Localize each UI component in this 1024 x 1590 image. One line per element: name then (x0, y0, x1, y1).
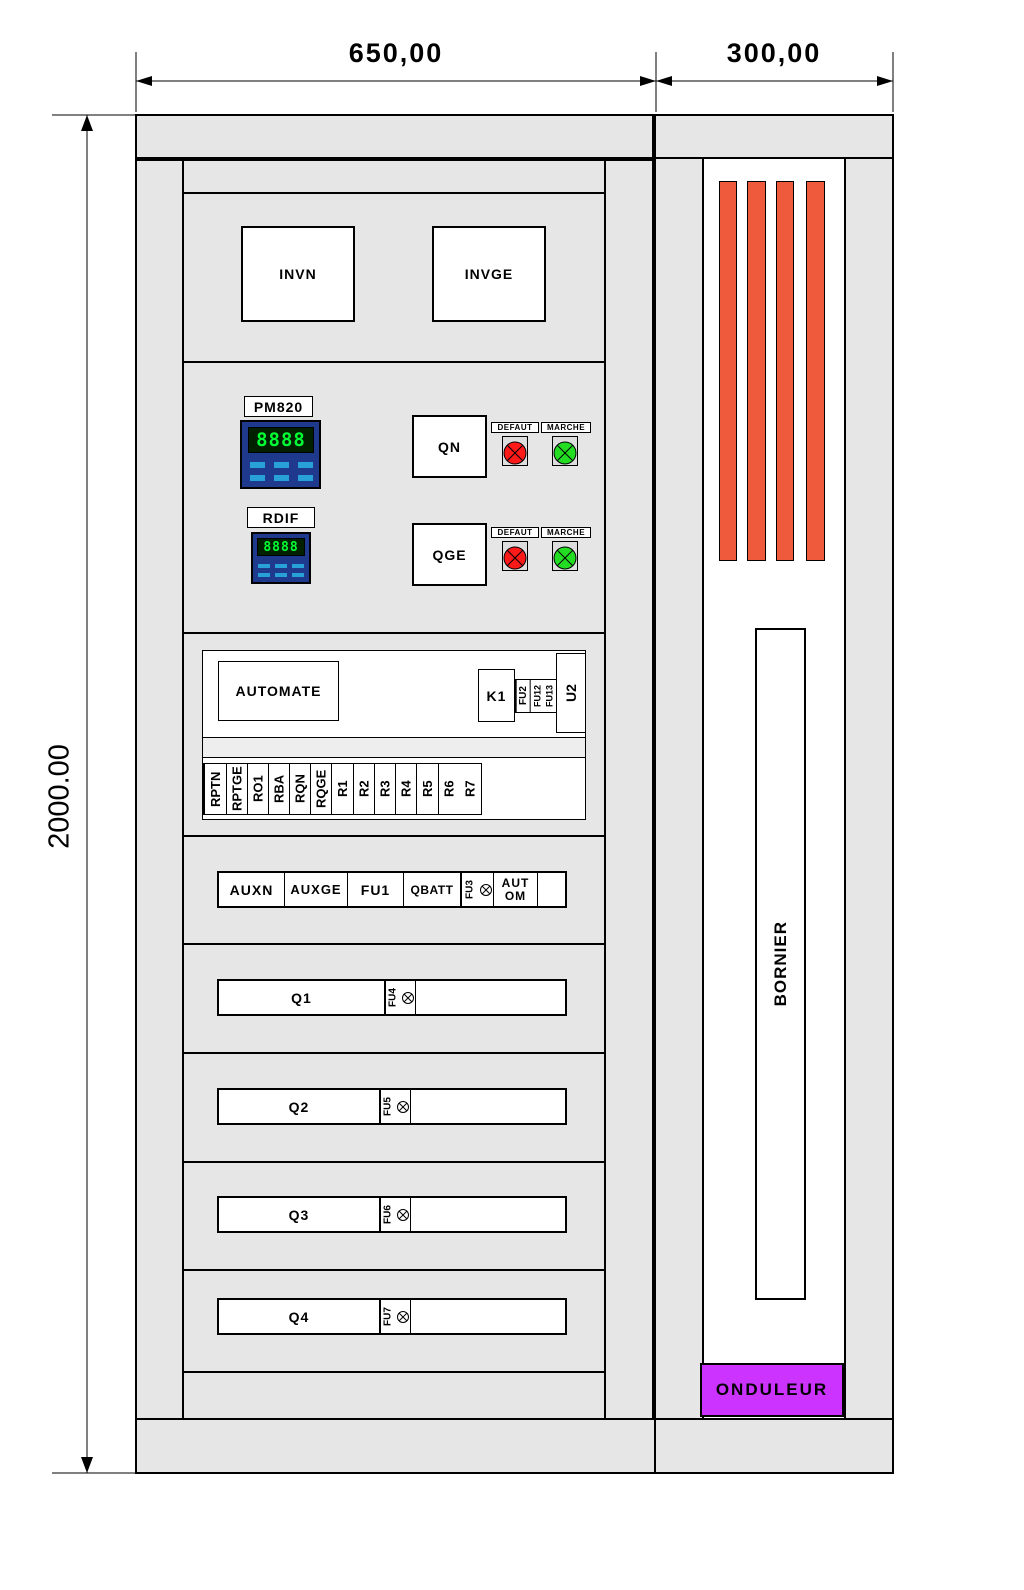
left-cabinet-right-post (604, 159, 654, 1420)
pm820-key[interactable] (250, 462, 265, 468)
fu1-fuse[interactable]: FU1 (348, 873, 404, 906)
rdif-key[interactable] (275, 573, 287, 577)
feeder-rail-q2: Q2 FU5 (217, 1088, 567, 1125)
rdif-meter[interactable]: 8888 (251, 532, 311, 584)
bottom-blank-panel (182, 1371, 606, 1420)
qn-breaker[interactable]: QN (412, 415, 487, 478)
width-dimension-left: 650,00 (348, 38, 444, 68)
rdif-key[interactable] (258, 573, 270, 577)
relay-row: RPTN RPTGE RO1 RBA RQN RQGE R1 R2 R3 R4 … (203, 763, 482, 815)
rdif-key[interactable] (275, 564, 287, 568)
automate-din-rail (202, 737, 586, 758)
onduleur-ups[interactable]: ONDULEUR (700, 1363, 844, 1417)
fu7-indicator-icon (395, 1300, 411, 1333)
relay-r5[interactable]: R5 (416, 764, 438, 814)
busbar-2 (747, 181, 766, 561)
relay-r1[interactable]: R1 (331, 764, 353, 814)
relay-r3[interactable]: R3 (374, 764, 395, 814)
qge-marche-label: MARCHE (541, 527, 591, 538)
fu3-indicator-icon (478, 873, 494, 906)
right-cabinet-plinth (654, 1418, 894, 1474)
width-dimension-right: 300,00 (726, 38, 822, 68)
auxn-breaker[interactable]: AUXN (219, 873, 285, 906)
invge-device[interactable]: INVGE (432, 226, 546, 322)
relay-rba[interactable]: RBA (268, 764, 289, 814)
autom-switch[interactable]: AUT OM (494, 873, 538, 906)
top-blank-panel (182, 159, 606, 194)
aux-rail: AUXN AUXGE FU1 QBATT FU3 AUT OM (217, 871, 567, 908)
left-cabinet-plinth (135, 1418, 656, 1474)
q1-breaker[interactable]: Q1 (219, 981, 385, 1014)
k1-contactor[interactable]: K1 (478, 669, 515, 722)
fu3-fuse[interactable]: FU3 (461, 873, 478, 906)
bornier-terminal-block[interactable]: BORNIER (755, 628, 806, 1300)
relay-r7[interactable]: R7 (462, 780, 478, 798)
relay-rqn[interactable]: RQN (289, 764, 310, 814)
bornier-label: BORNIER (770, 921, 790, 1007)
pm820-label: PM820 (244, 396, 313, 417)
fuse-fu13[interactable]: FU13 (544, 685, 555, 708)
right-cabinet-top-header (654, 114, 894, 159)
pm820-key[interactable] (250, 475, 265, 481)
fu5-indicator-icon (395, 1090, 411, 1123)
invn-device[interactable]: INVN (241, 226, 355, 322)
relay-rqge[interactable]: RQGE (310, 764, 331, 814)
feeder-rail-q4: Q4 FU7 (217, 1298, 567, 1335)
qn-marche-lamp-housing (552, 436, 578, 466)
fu4-indicator-icon (400, 981, 416, 1014)
rdif-key[interactable] (258, 564, 270, 568)
fu7-fuse[interactable]: FU7 (380, 1300, 395, 1333)
fuse-fu2[interactable]: FU2 (516, 680, 530, 712)
rdif-display: 8888 (257, 538, 305, 556)
fuse-fu12[interactable]: FU12 (529, 680, 544, 712)
relay-r4[interactable]: R4 (395, 764, 416, 814)
qge-defaut-label: DEFAUT (491, 527, 539, 538)
automate-fuse-group: FU2 FU12 FU13 (515, 679, 557, 713)
relay-rptge[interactable]: RPTGE (226, 764, 247, 814)
pm820-key[interactable] (298, 462, 313, 468)
qn-defaut-label: DEFAUT (491, 422, 539, 433)
relay-ro1[interactable]: RO1 (247, 764, 268, 814)
left-cabinet-left-post (135, 159, 184, 1420)
rdif-key[interactable] (292, 564, 304, 568)
q2-breaker[interactable]: Q2 (219, 1090, 380, 1123)
rdif-key[interactable] (292, 573, 304, 577)
fu6-indicator-icon (395, 1198, 411, 1231)
pm820-key[interactable] (274, 462, 289, 468)
qn-defaut-lamp-housing (502, 436, 528, 466)
fu4-fuse[interactable]: FU4 (385, 981, 400, 1014)
relay-r2[interactable]: R2 (353, 764, 374, 814)
fu6-fuse[interactable]: FU6 (380, 1198, 395, 1231)
qge-breaker[interactable]: QGE (412, 523, 487, 586)
qbatt-breaker[interactable]: QBATT (404, 873, 461, 906)
q4-breaker[interactable]: Q4 (219, 1300, 380, 1333)
qge-marche-lamp-housing (552, 541, 578, 571)
fu5-fuse[interactable]: FU5 (380, 1090, 395, 1123)
q3-breaker[interactable]: Q3 (219, 1198, 380, 1231)
height-dimension: 2000.00 (43, 744, 76, 849)
feeder-rail-q3: Q3 FU6 (217, 1196, 567, 1233)
relay-r6[interactable]: R6 (438, 764, 459, 814)
pm820-key[interactable] (274, 475, 289, 481)
feeder-rail-q1: Q1 FU4 (217, 979, 567, 1016)
qn-marche-label: MARCHE (541, 422, 591, 433)
relay-rptn[interactable]: RPTN (204, 764, 226, 814)
busbar-1 (719, 181, 737, 561)
pm820-display: 8888 (248, 427, 314, 453)
busbar-4 (806, 181, 825, 561)
rdif-label: RDIF (247, 507, 315, 528)
pm820-key[interactable] (298, 475, 313, 481)
u2-module[interactable]: U2 (556, 653, 586, 733)
pm820-meter[interactable]: 8888 (240, 420, 321, 489)
auxge-breaker[interactable]: AUXGE (285, 873, 348, 906)
automate-plc[interactable]: AUTOMATE (218, 661, 339, 721)
busbar-3 (776, 181, 794, 561)
qge-defaut-lamp-housing (502, 541, 528, 571)
left-cabinet-top-header (135, 114, 654, 159)
